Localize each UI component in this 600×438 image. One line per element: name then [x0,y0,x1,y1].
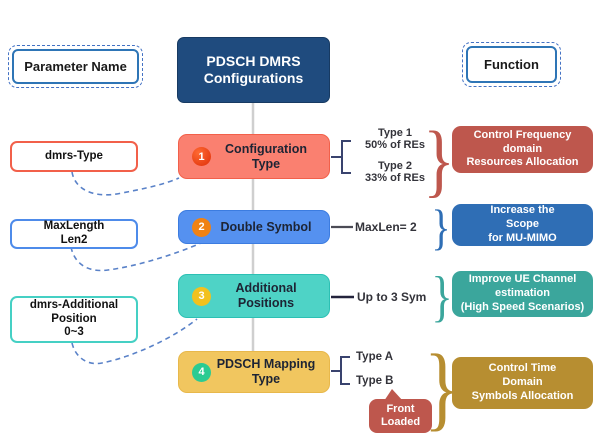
row4-split-bracket [331,356,350,385]
brace-row1: } [423,114,455,205]
row1-split-bracket [331,140,351,174]
param-box-dmrs-additional-position: dmrs-Additional Position 0~3 [10,296,138,343]
row-additional-positions: 3 Additional Positions [178,274,330,318]
row-configuration-type: 1 Configuration Type [178,134,330,179]
brace-row4: } [423,336,461,438]
value-type2-res: Type 2 33% of REs [365,160,425,185]
value-up-to-3-sym: Up to 3 Sym [357,290,427,304]
function-box-time-domain: Control Time Domain Symbols Allocation [452,357,593,409]
row-double-symbol: 2 Double Symbol [178,210,330,244]
function-legend: Function [462,42,561,87]
row-pdsch-mapping-type: 4 PDSCH Mapping Type [178,351,330,393]
badge-1: 1 [192,147,211,166]
param-box-dmrs-type: dmrs-Type [10,141,138,172]
function-label: Function [466,46,557,83]
function-box-channel-estimation: Improve UE Channel estimation (High Spee… [452,271,593,317]
value-type-a: Type A [356,351,394,363]
function-box-frequency-domain: Control Frequency domain Resources Alloc… [452,126,593,173]
row-double-symbol-label: Double Symbol [220,219,312,234]
badge-2: 2 [192,217,211,237]
parameter-name-legend: Parameter Name [8,45,143,88]
brace-row3: } [431,266,453,328]
parameter-name-label: Parameter Name [12,49,139,84]
param-box-maxlength: MaxLength Len2 [10,219,138,249]
badge-3: 3 [192,286,211,306]
value-type1-res: Type 1 50% of REs [365,127,425,152]
brace-row2: } [431,199,451,255]
value-maxlen: MaxLen= 2 [355,220,417,234]
value-type-b: Type B [356,375,394,387]
front-loaded-callout: Front Loaded [369,399,432,433]
function-box-mu-mimo: Increase the Scope for MU-MIMO [452,204,593,246]
row-configuration-type-label: Configuration Type [225,141,307,171]
row-pdsch-mapping-type-label: PDSCH Mapping Type [216,357,316,386]
diagram-title: PDSCH DMRS Configurations [177,37,330,103]
row-additional-positions-label: Additional Positions [235,281,297,310]
dashed-connector-dmrs-type [71,171,180,196]
badge-4: 4 [192,362,211,382]
